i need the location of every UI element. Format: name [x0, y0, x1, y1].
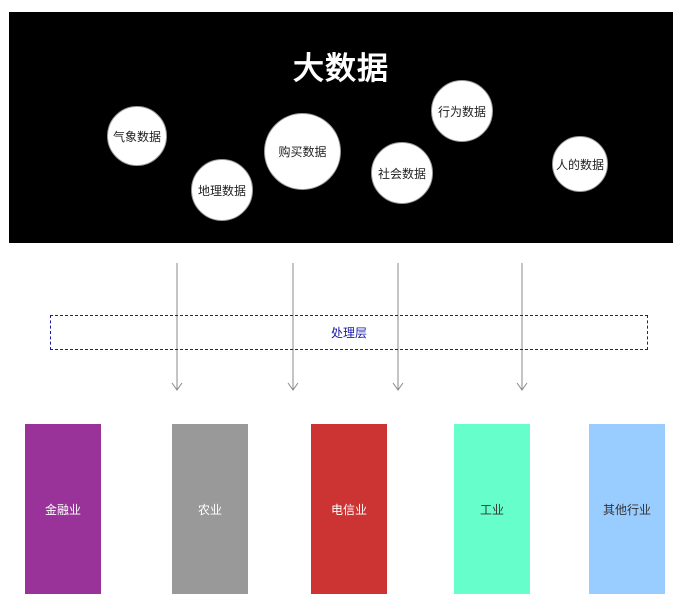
industry-finance: 金融业 [25, 424, 101, 594]
industry-manufacturing: 工业 [454, 424, 530, 594]
data-source-social: 社会数据 [371, 142, 433, 204]
data-source-purchase: 购买数据 [264, 113, 341, 190]
down-arrow [287, 263, 299, 391]
industry-other: 其他行业 [589, 424, 665, 594]
data-source-people: 人的数据 [552, 136, 608, 192]
data-source-weather: 气象数据 [107, 106, 167, 166]
industry-agriculture: 农业 [172, 424, 248, 594]
industry-telecom: 电信业 [311, 424, 387, 594]
data-source-behavior: 行为数据 [431, 80, 493, 142]
diagram-title: 大数据 [293, 51, 389, 87]
down-arrow [516, 263, 528, 391]
big-data-panel: 大数据 气象数据 地理数据 购买数据 社会数据 行为数据 人的数据 [9, 12, 673, 243]
processing-layer: 处理层 [50, 315, 648, 350]
down-arrow [392, 263, 404, 391]
down-arrow [171, 263, 183, 391]
data-source-geographic: 地理数据 [191, 159, 253, 221]
